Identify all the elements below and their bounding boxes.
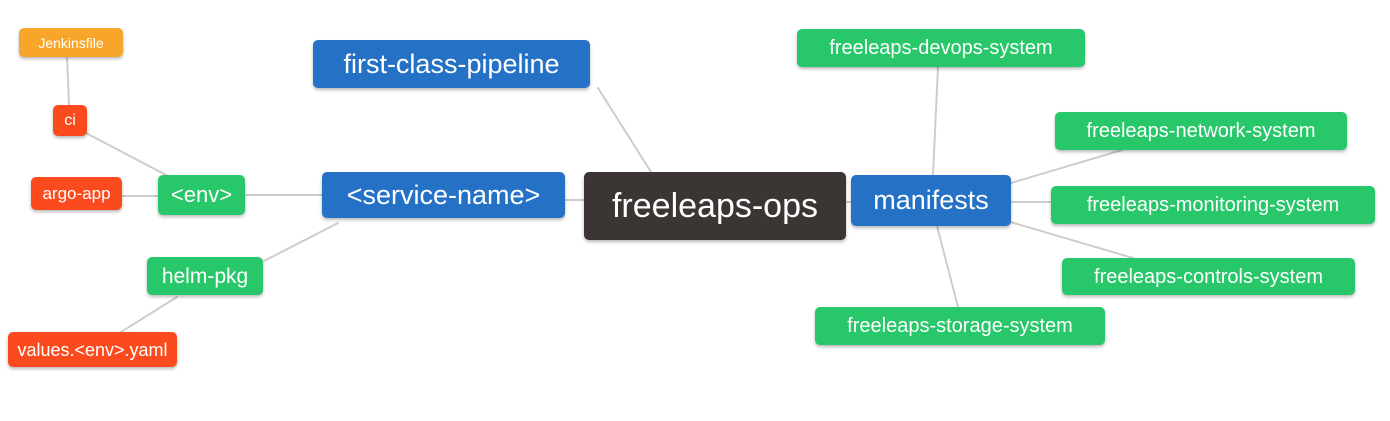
edge-manifests-storage (936, 225, 959, 308)
node-freeleaps-network-system[interactable]: freeleaps-network-system (1055, 112, 1347, 150)
node-manifests[interactable]: manifests (851, 175, 1011, 226)
edge-helm-pkg-service-name (263, 222, 339, 262)
edge-manifests-controls (1006, 220, 1134, 259)
node-freeleaps-storage-system[interactable]: freeleaps-storage-system (815, 307, 1105, 345)
edge-manifests-devops (932, 66, 939, 176)
node-env[interactable]: <env> (158, 175, 245, 215)
node-freeleaps-controls-system[interactable]: freeleaps-controls-system (1062, 258, 1355, 295)
node-service-name[interactable]: <service-name> (322, 172, 565, 218)
edge-pipeline-root (597, 87, 652, 173)
node-jenkinsfile[interactable]: Jenkinsfile (19, 28, 123, 57)
edge-manifests-network (1010, 149, 1123, 184)
node-ci[interactable]: ci (53, 105, 87, 136)
node-helm-pkg[interactable]: helm-pkg (147, 257, 263, 295)
node-freeleaps-ops-root[interactable]: freeleaps-ops (584, 172, 846, 240)
edge-ci-env (85, 132, 171, 178)
node-freeleaps-devops-system[interactable]: freeleaps-devops-system (797, 29, 1085, 67)
node-first-class-pipeline[interactable]: first-class-pipeline (313, 40, 590, 88)
node-argo-app[interactable]: argo-app (31, 177, 122, 210)
edge-values-helm-pkg (120, 296, 178, 333)
node-freeleaps-monitoring-system[interactable]: freeleaps-monitoring-system (1051, 186, 1375, 224)
edge-jenkinsfile-ci (66, 56, 70, 106)
node-values-env-yaml[interactable]: values.<env>.yaml (8, 332, 177, 367)
